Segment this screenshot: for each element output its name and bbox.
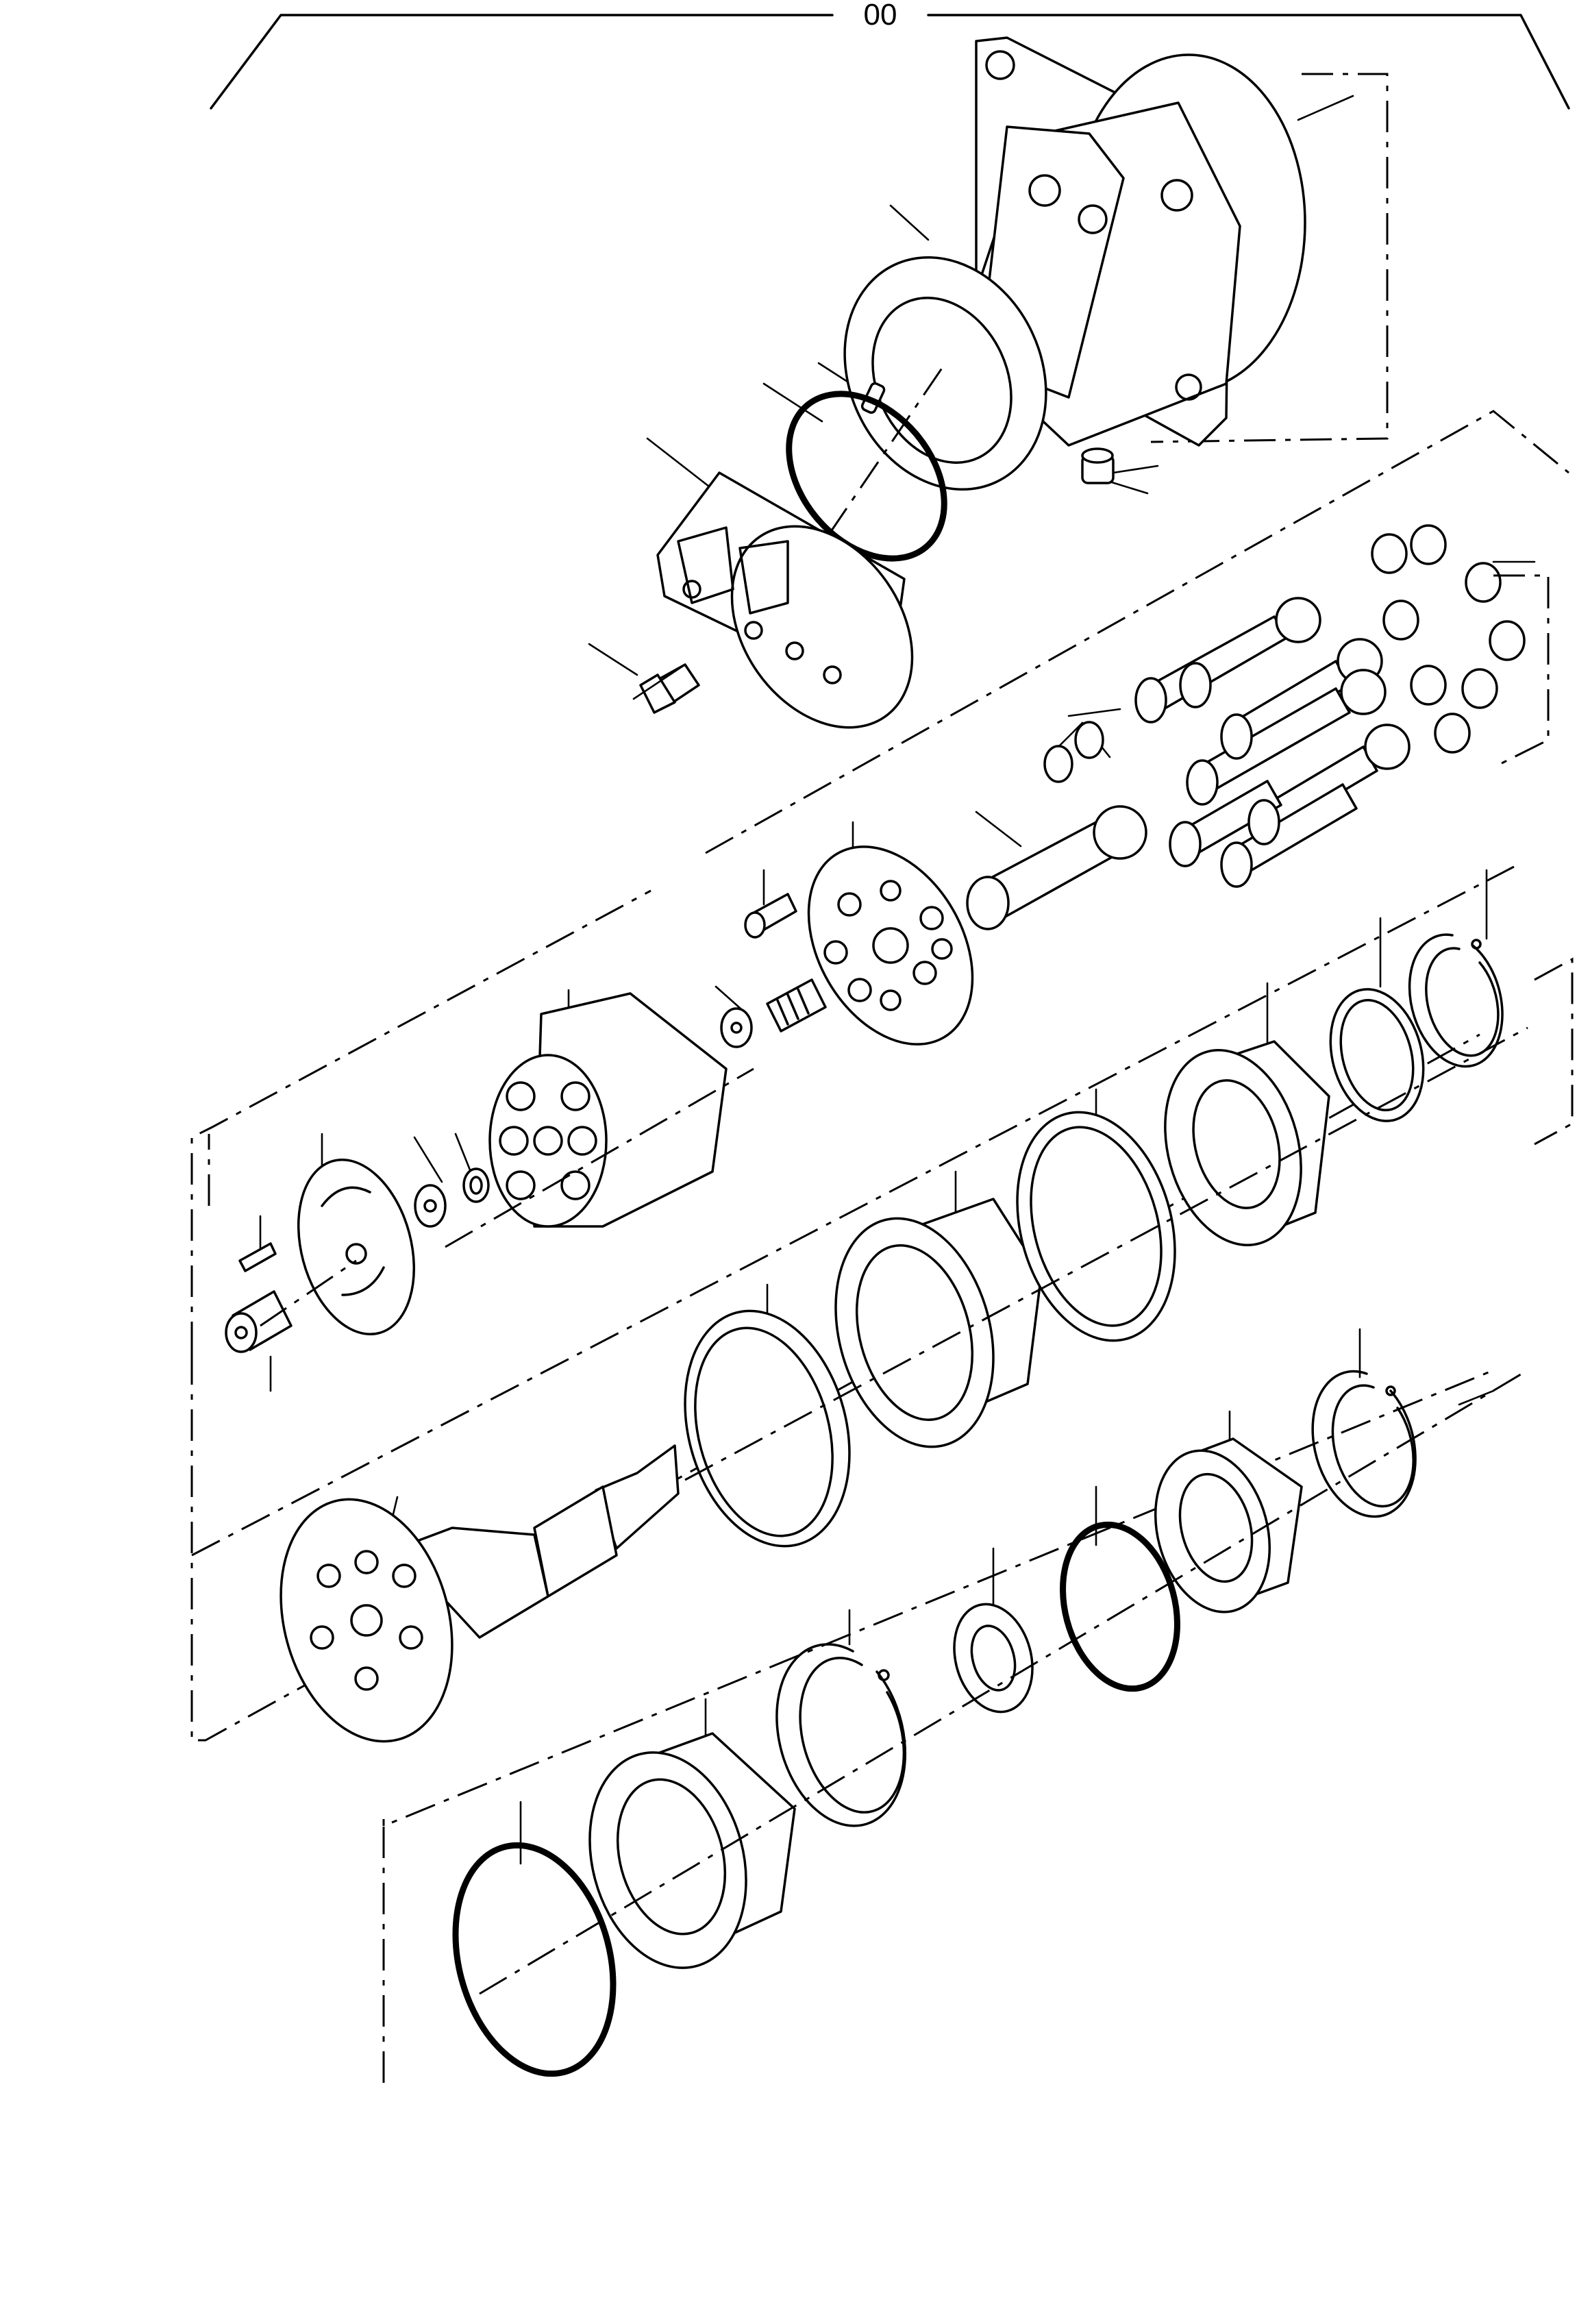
group-boundary-lines (190, 73, 1574, 2083)
plug-screw (1081, 447, 1115, 484)
cylindrical-roller-bearing (1164, 1040, 1330, 1246)
lower-o-ring (1060, 1521, 1180, 1692)
circlip-upper (1408, 933, 1504, 1068)
pistons (966, 597, 1411, 930)
spacer-ring (1329, 988, 1425, 1122)
drive-shaft (280, 1444, 680, 1743)
bearing-pin (414, 1184, 447, 1228)
assembly-label: 00 (864, 0, 897, 32)
valve-plate (297, 1158, 416, 1336)
seal-o-ring (452, 1842, 617, 2077)
circlip-middle (1311, 1370, 1417, 1518)
dowel-pin (238, 1242, 277, 1272)
small-seal-ring (462, 1167, 490, 1203)
cylinder-block (488, 992, 728, 1228)
bushing (225, 1290, 293, 1353)
assembly-axis (260, 362, 1528, 1995)
retainer-screw (744, 893, 797, 939)
ball-bearing (953, 1603, 1034, 1714)
thrust-ring (684, 1309, 851, 1548)
motor-housing (843, 36, 1306, 491)
housing-o-ring (786, 391, 947, 562)
center-spring (766, 978, 827, 1033)
shaft-seal-housing (588, 1732, 796, 1969)
shim-ring (1016, 1111, 1176, 1342)
retainer-plate (807, 845, 974, 1046)
assembly-bracket: 00 (210, 0, 1570, 110)
tapered-roller-bearing (834, 1198, 1043, 1448)
piston-shoes (1371, 524, 1526, 754)
piston-rings (1043, 662, 1280, 888)
bearing-cup (1154, 1437, 1303, 1614)
port-plate (656, 471, 914, 729)
circlip-lower (775, 1643, 907, 1827)
spring-washer (720, 1007, 753, 1048)
cap-screw (632, 663, 700, 714)
leader-lines (259, 95, 1536, 1865)
